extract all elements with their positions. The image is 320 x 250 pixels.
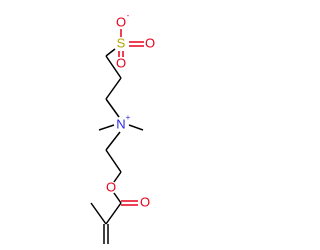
atom-sulfonate-s: S — [117, 35, 126, 50]
charge-sulfonate-o-top: - — [127, 11, 130, 20]
charge-ammonium-n: + — [126, 113, 131, 122]
atom-labels: O - S O O N + O O — [106, 11, 155, 209]
bond-c1-c2 — [105, 55, 122, 79]
bonds — [90, 29, 144, 244]
bond-c8-methyl — [90, 202, 107, 225]
atom-sulfonate-o-bottom: O — [116, 55, 126, 70]
atom-sulfonate-o-top: O — [116, 14, 126, 29]
bond-n-methyl-left — [98, 124, 115, 131]
bond-c7-c8 — [105, 202, 122, 225]
bond-n-methyl-right — [128, 124, 144, 131]
atom-ester-o: O — [106, 179, 116, 194]
bond-c5-c6 — [105, 149, 122, 173]
bond-c6-o-ester — [113, 171, 122, 183]
bond-s-c1 — [105, 48, 116, 57]
bond-c2-c3 — [105, 77, 122, 100]
bond-o-ester-c7 — [113, 192, 122, 204]
chemical-structure: O - S O O N + O O — [90, 11, 155, 244]
atom-sulfonate-o-right: O — [145, 35, 155, 50]
atom-carbonyl-o: O — [140, 194, 150, 209]
atom-ammonium-n: N — [116, 116, 125, 131]
bond-c3-c4 — [105, 98, 120, 118]
bond-n-c5 — [105, 131, 121, 151]
